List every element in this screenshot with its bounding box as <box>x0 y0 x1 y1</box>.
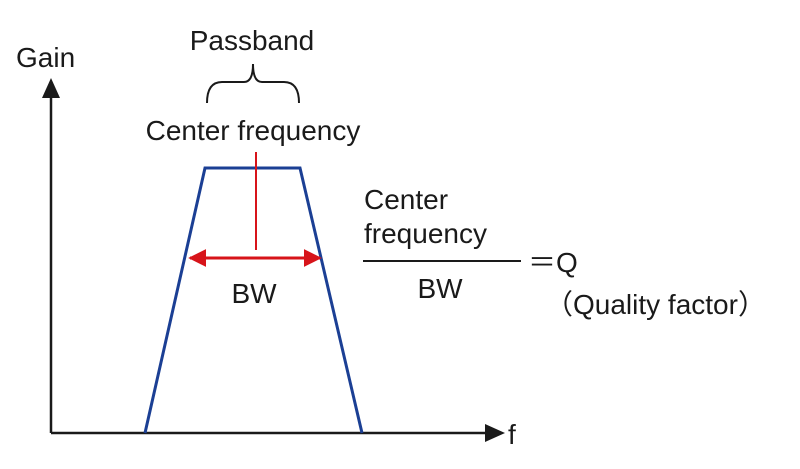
center-frequency-label: Center frequency <box>146 115 361 146</box>
passband-label: Passband <box>190 25 315 56</box>
formula-numerator-line2: frequency <box>364 218 487 249</box>
formula-numerator-line1: Center <box>364 184 448 215</box>
brace-icon <box>206 63 300 104</box>
y-axis-arrow-icon <box>42 78 60 98</box>
formula-denominator: BW <box>417 273 463 304</box>
passband-curve <box>143 166 364 434</box>
formula-equals-q: ＝Q <box>528 247 578 278</box>
y-axis-label: Gain <box>16 42 75 73</box>
bw-label: BW <box>231 278 277 309</box>
x-axis-arrow-icon <box>485 424 505 442</box>
formula-result: （Quality factor） <box>545 289 766 320</box>
x-axis-label: f <box>508 419 516 450</box>
